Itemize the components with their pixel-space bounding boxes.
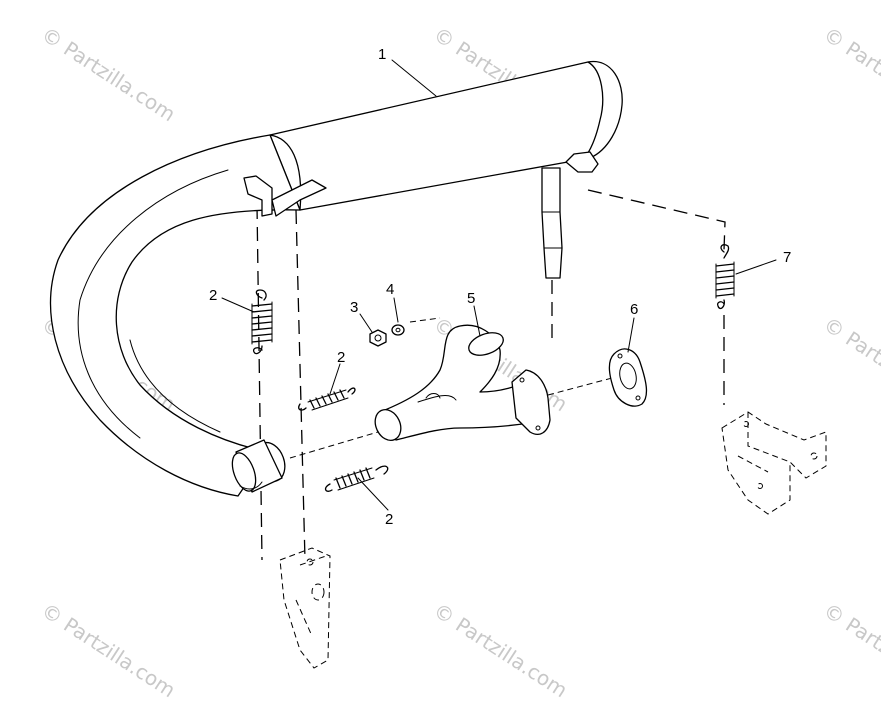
callout-gasket: 6: [630, 301, 638, 318]
watermark-bottom-center: © Partzilla.com: [429, 598, 572, 702]
callout-muffler: 1: [378, 46, 386, 63]
callout-spring-middle: 2: [337, 349, 345, 366]
alignment-lines: [256, 189, 726, 561]
gasket: [608, 348, 648, 407]
watermark-top-right: © Partzilla.com: [819, 22, 881, 126]
callout-spring-upper-left: 2: [209, 287, 217, 304]
callout-washer: 4: [386, 281, 394, 298]
watermark-top-left: © Partzilla.com: [37, 22, 180, 126]
callout-spring-right: 7: [783, 249, 791, 266]
nut: [369, 329, 387, 347]
callout-labels: 1 2 2 2 3 4 5 6 7: [209, 46, 791, 528]
spring-middle: [298, 387, 356, 411]
spring-lower: [324, 465, 389, 492]
callout-nut: 3: [350, 299, 358, 316]
leader-lines: [221, 59, 777, 511]
exhaust-pipe: [374, 324, 551, 442]
callout-spring-lower: 2: [385, 511, 393, 528]
callout-exhaust-pipe: 5: [467, 290, 475, 307]
watermark-bottom-left: © Partzilla.com: [37, 598, 180, 702]
spring-right: [715, 244, 735, 310]
washer: [391, 324, 405, 336]
frame-bracket-right: [721, 411, 827, 515]
watermark-mid-right: © Partzilla.com: [819, 312, 881, 416]
frame-bracket-left: [279, 547, 331, 669]
spring-upper-left: [251, 289, 273, 355]
watermark-bottom-right: © Partzilla.com: [819, 598, 881, 702]
muffler: [49, 61, 623, 497]
